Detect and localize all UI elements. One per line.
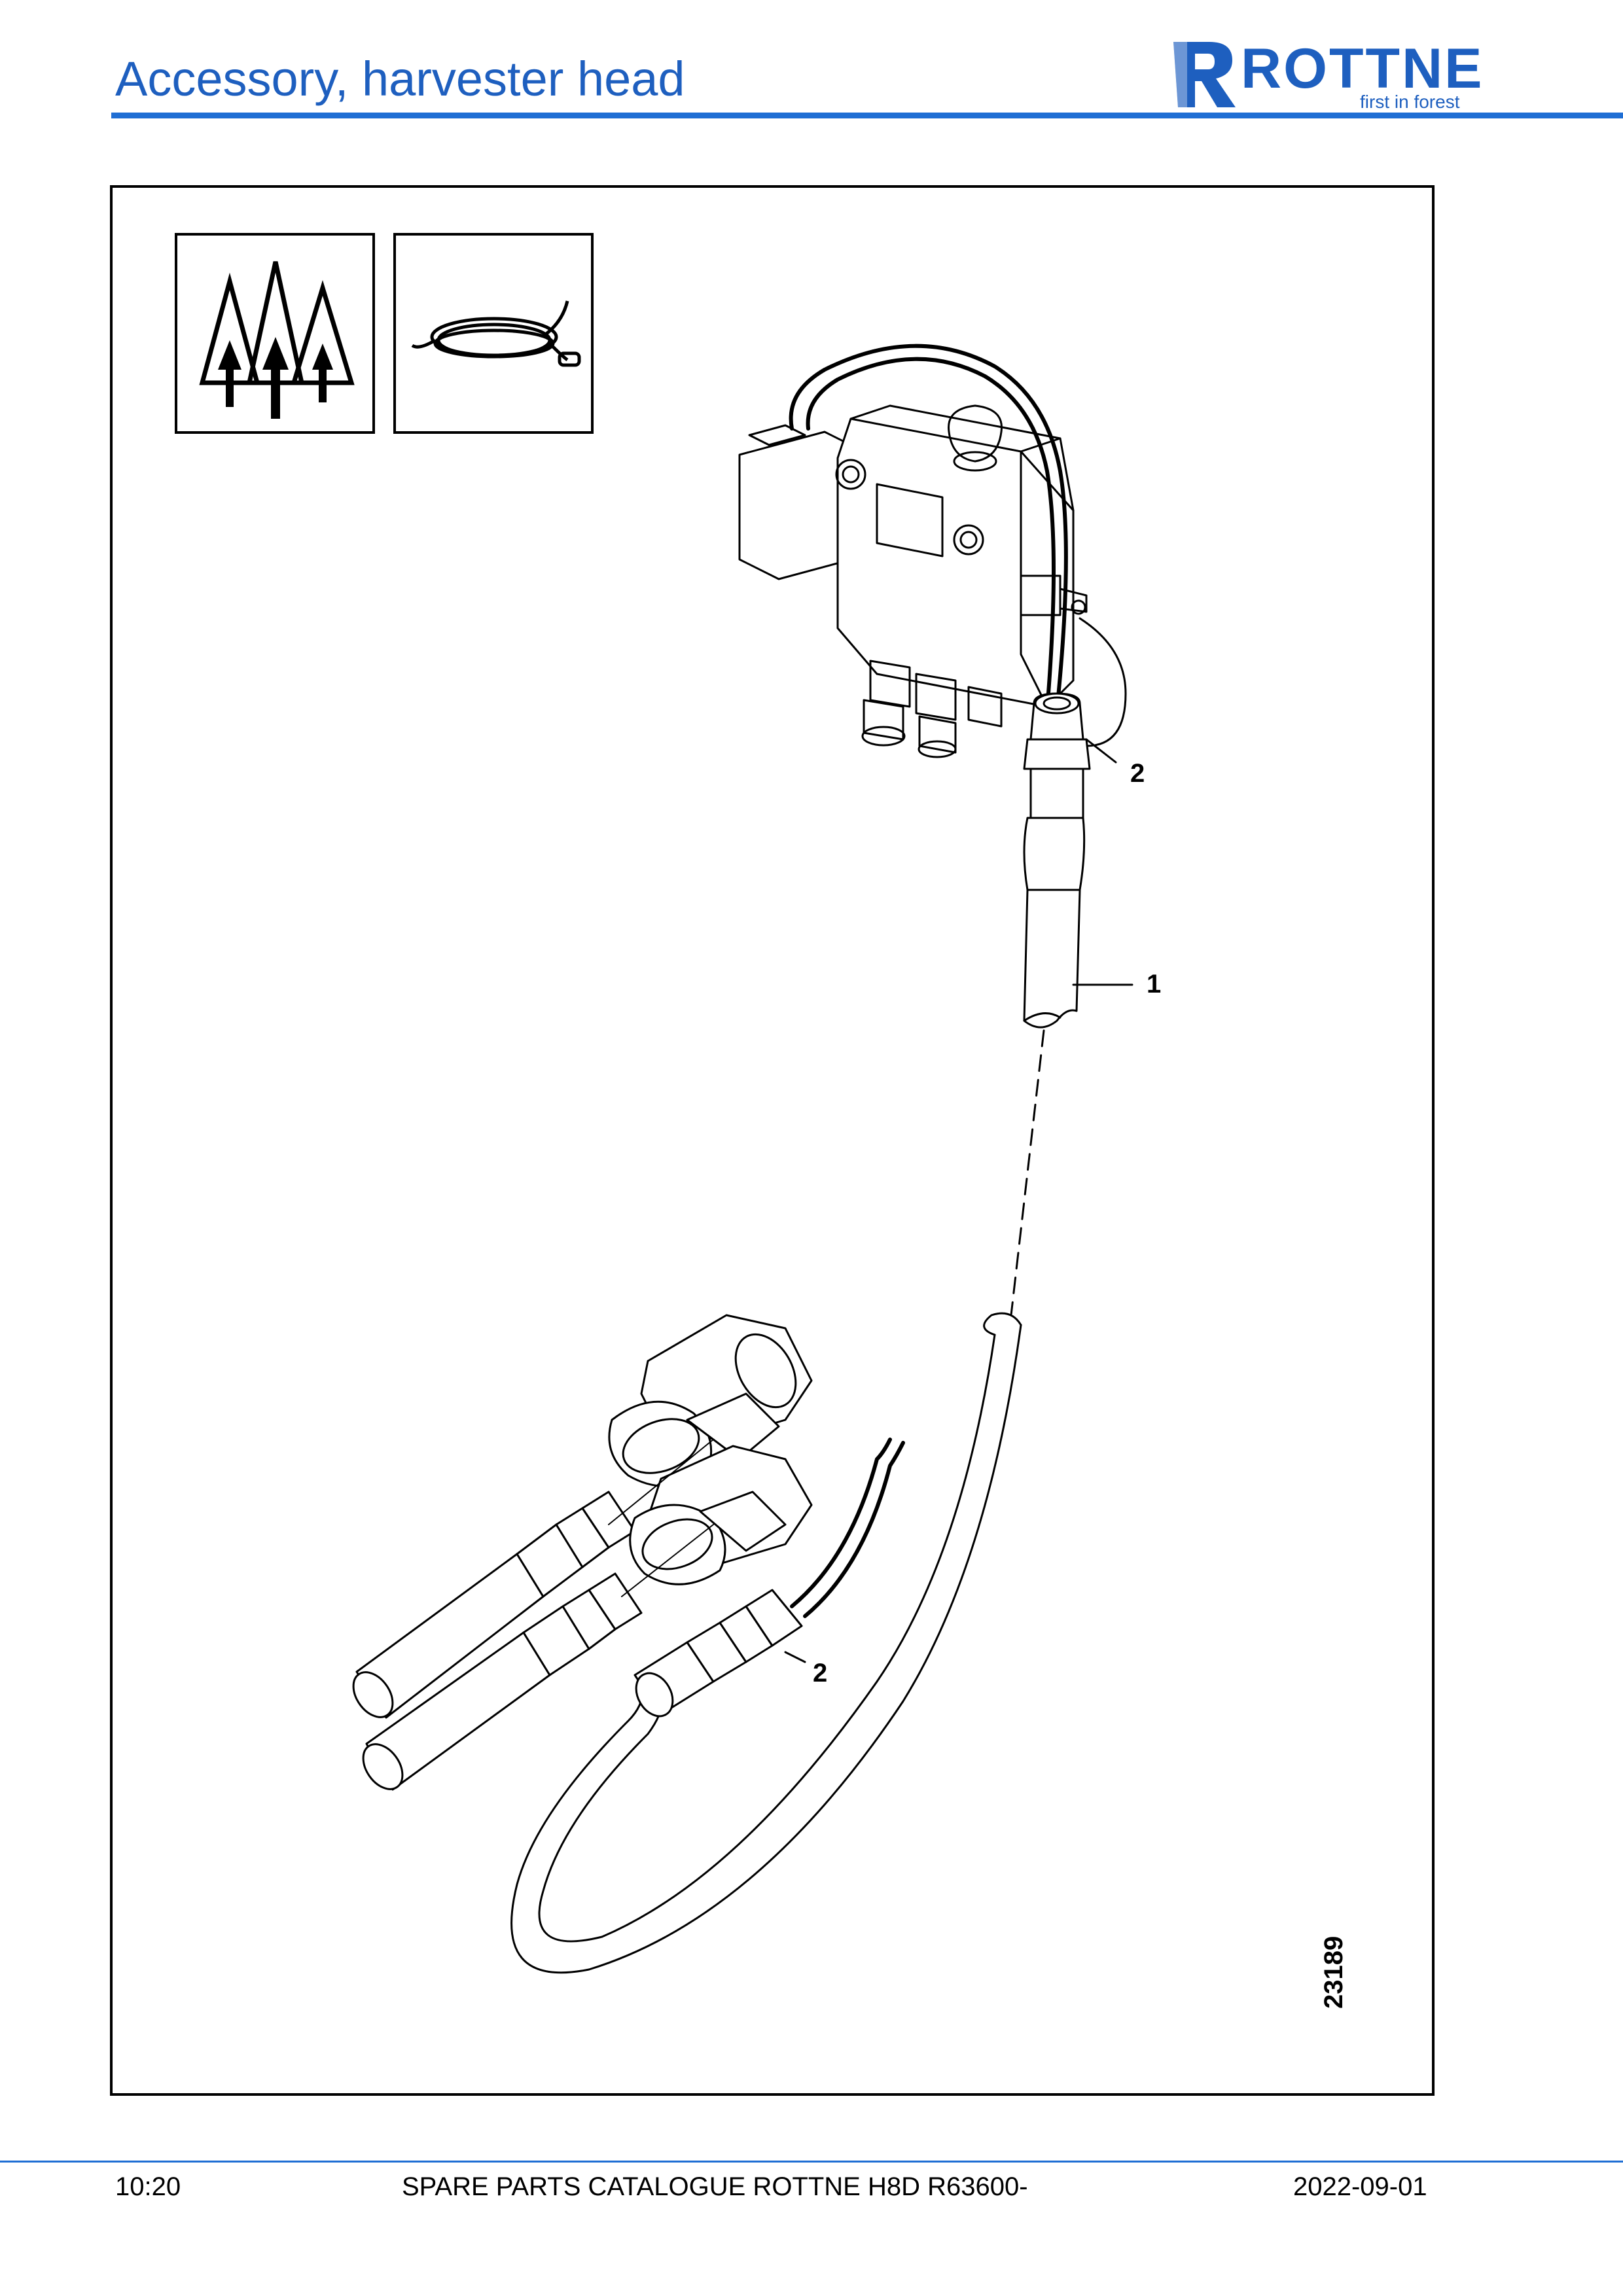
signal-cable [789, 344, 1068, 712]
rottne-r-icon [1173, 42, 1236, 107]
cable-coil-icon [411, 300, 581, 367]
header-rule [111, 113, 1623, 118]
drawing-number: 23189 [1319, 1935, 1348, 2009]
adapter-fittings [608, 1314, 813, 1585]
valve-block [738, 404, 1088, 758]
footer-rule [0, 2161, 1623, 2163]
left-hoses [352, 1491, 643, 1791]
logo-tagline: first in forest [1360, 92, 1460, 112]
drawing-frame [110, 185, 1435, 2096]
lower-hose-fitting [633, 1589, 803, 1718]
footer-page-number: 10:20 [115, 2172, 181, 2201]
cable-coil-icon-box [393, 233, 594, 434]
rottne-logo: ROTTNE first in forest [1170, 31, 1510, 116]
leader-lines [784, 738, 1133, 1663]
footer-date: 2022-09-01 [1293, 2172, 1427, 2201]
footer-catalogue-title: SPARE PARTS CATALOGUE ROTTNE H8D R63600- [402, 2172, 1028, 2201]
callout-label: 2 [813, 1659, 828, 1687]
logo-wordmark: ROTTNE [1241, 37, 1484, 100]
lower-hose-loop [510, 1312, 1022, 1974]
upper-hose-fitting [1023, 692, 1091, 891]
forest-trees-icon-box [175, 233, 375, 434]
page-title: Accessory, harvester head [115, 52, 685, 106]
callout-label: 2 [1130, 759, 1145, 788]
forest-trees-icon [199, 261, 355, 419]
callout-label: 1 [1147, 970, 1162, 998]
